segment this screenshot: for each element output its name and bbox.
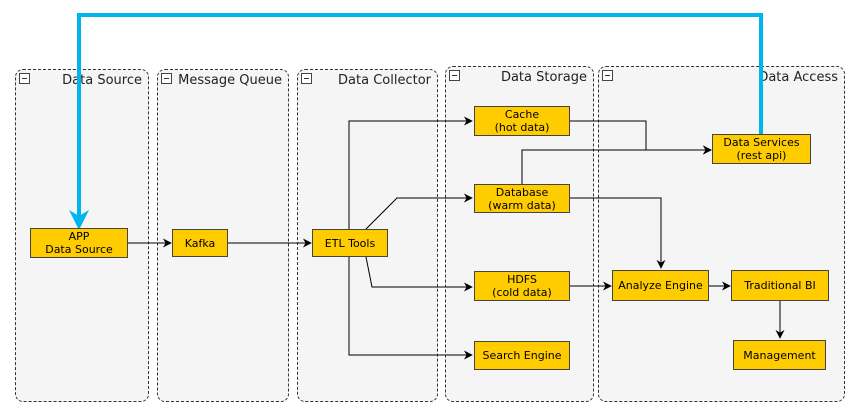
node-data-services[interactable]: Data Services (rest api) (712, 134, 811, 164)
lane-title: Data Source (62, 73, 142, 88)
node-cache[interactable]: Cache (hot data) (474, 106, 570, 136)
node-database[interactable]: Database (warm data) (474, 184, 570, 213)
node-kafka[interactable]: Kafka (172, 229, 228, 257)
lane-title: Data Storage (500, 70, 587, 85)
node-management[interactable]: Management (733, 340, 826, 370)
node-traditional-bi[interactable]: Traditional BI (731, 270, 829, 301)
node-etl-tools[interactable]: ETL Tools (312, 229, 388, 257)
node-hdfs[interactable]: HDFS (cold data) (474, 271, 570, 301)
node-app-data-source[interactable]: APP Data Source (30, 228, 128, 258)
lane-title: Data Access (758, 70, 838, 85)
node-analyze-engine[interactable]: Analyze Engine (612, 270, 709, 301)
node-search-engine[interactable]: Search Engine (474, 341, 570, 370)
collapse-icon[interactable] (19, 73, 30, 84)
lane-title: Message Queue (178, 73, 282, 88)
lane-title: Data Collector (338, 73, 431, 88)
